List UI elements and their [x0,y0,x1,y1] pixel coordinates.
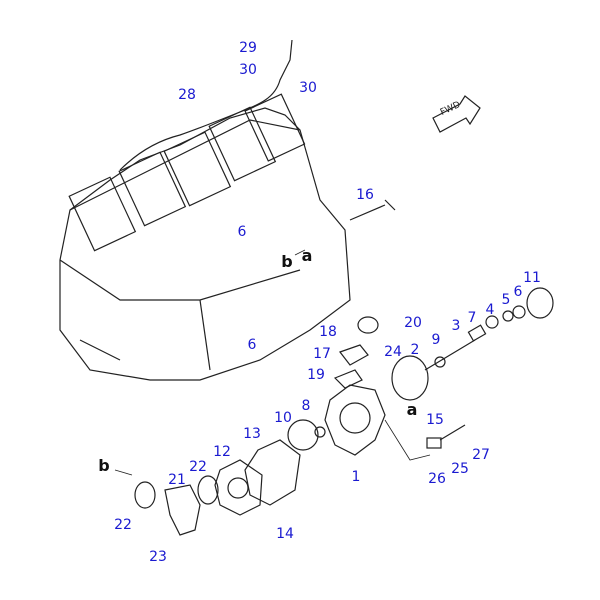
part-label: 30 [299,80,317,96]
cover-12 [214,459,263,516]
part-label: 22 [189,459,207,475]
part-label: 28 [178,87,196,103]
reference-label-b: b [281,252,293,271]
part-label: 27 [472,447,490,463]
gasket-22b [134,481,156,509]
reference-label-a: a [301,246,313,265]
gasket-13 [244,439,301,506]
part-label: 6 [237,224,247,240]
elbow-21 [164,484,201,536]
part-label: 19 [307,367,325,383]
part-label: 25 [451,461,469,477]
bolt-16 [349,199,396,221]
part-label: 18 [319,324,337,340]
part-label: 26 [428,471,446,487]
part-label: 10 [274,410,292,426]
gasket-22 [197,475,219,505]
part-label: 2 [410,342,420,358]
gasket-19 [333,369,363,389]
part-label: 30 [239,62,257,78]
part-label: 12 [213,444,231,460]
reference-label-b: b [98,456,110,475]
shaft-9 [424,339,476,371]
harness-wire [119,39,293,171]
part-label: 11 [523,270,541,286]
part-label: 4 [485,302,495,318]
water-pump-housing [324,384,386,456]
part-26 [426,437,442,449]
part-label: 7 [467,310,477,326]
part-label: 21 [168,472,186,488]
part-label: 20 [404,315,422,331]
part-label: 23 [149,549,167,565]
part-label: 8 [301,398,311,414]
part-label: 6 [247,337,257,353]
pulley-11 [526,287,554,319]
part-label: 9 [431,332,441,348]
bolt-27 [439,424,466,441]
thermostat-housing-17 [339,344,369,366]
part-label: 24 [384,344,402,360]
part-label: 16 [356,187,374,203]
part-label: 13 [243,426,261,442]
impeller [287,419,319,451]
part-label: 22 [114,517,132,533]
part-label: 1 [351,469,361,485]
part-label: 15 [426,412,444,428]
fwd-arrow-icon [432,95,481,133]
block-lower [59,259,301,371]
leader-lines [114,249,431,476]
o-ring-15 [391,355,429,401]
part-label: 14 [276,526,294,542]
part-label: 29 [239,40,257,56]
engine-block [59,119,351,381]
seal-18 [357,316,379,334]
part-label: 6 [513,284,523,300]
part-label: 5 [501,292,511,308]
cylinder-heads [69,107,301,211]
valve-covers [68,93,306,252]
reference-label-a: a [406,400,418,419]
part-label: 3 [451,318,461,334]
part-label: 17 [313,346,331,362]
